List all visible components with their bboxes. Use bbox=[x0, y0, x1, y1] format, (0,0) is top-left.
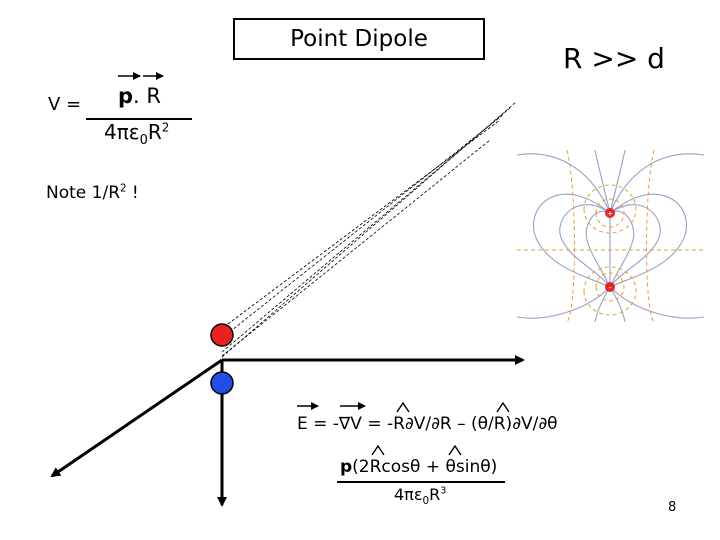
field-expression: E = -∇V = -R∂V/∂R – (θ/R)∂V/∂θ bbox=[297, 414, 558, 434]
potential-denominator-main: 4πε bbox=[104, 120, 140, 144]
field-lines-image: + – bbox=[517, 150, 704, 322]
potential-denominator-tail: R bbox=[147, 120, 162, 144]
dashed-line-5 bbox=[221, 139, 491, 357]
field-fraction-bar bbox=[337, 481, 505, 483]
potential-denominator-exp: 2 bbox=[161, 120, 170, 135]
hat-R-2 bbox=[371, 444, 385, 456]
field-denominator-tail: R bbox=[429, 485, 441, 504]
x-axis bbox=[50, 358, 223, 478]
hat-theta bbox=[496, 401, 510, 413]
positive-charge bbox=[210, 323, 234, 347]
field-minus-sign: – bbox=[608, 283, 612, 292]
field-positive-charge bbox=[605, 208, 615, 218]
title-box: Point Dipole bbox=[233, 18, 485, 60]
condition-text: R >> d bbox=[563, 42, 665, 75]
potential-numerator-rest: . R bbox=[133, 84, 161, 108]
note-tail: ! bbox=[126, 183, 139, 203]
note-text: Note 1/R2 ! bbox=[46, 183, 139, 203]
field-denominator-main: 4πε bbox=[394, 485, 423, 504]
hat-theta-2 bbox=[448, 444, 462, 456]
dashed-lines bbox=[221, 101, 517, 358]
potential-lhs: V = bbox=[48, 94, 82, 115]
dashed-line-4 bbox=[227, 119, 501, 325]
hat-R bbox=[396, 401, 410, 413]
note-main: Note 1/R bbox=[46, 183, 121, 203]
potential-numerator: p. R bbox=[118, 84, 161, 108]
field-dipole-moment-symbol: p bbox=[340, 457, 353, 477]
page-number: 8 bbox=[668, 500, 677, 515]
field-numerator-rest: (2Rcosθ + θsinθ) bbox=[352, 457, 498, 477]
field-negative-charge bbox=[605, 282, 615, 292]
field-numerator: p(2Rcosθ + θsinθ) bbox=[340, 457, 497, 477]
field-denominator-exp: 3 bbox=[440, 485, 447, 497]
field-denominator: 4πε0R3 bbox=[394, 485, 446, 507]
slide-title: Point Dipole bbox=[290, 26, 428, 52]
potential-denominator-sub: 0 bbox=[139, 133, 148, 148]
dashed-line-3 bbox=[221, 113, 505, 339]
dashed-line-2 bbox=[221, 107, 511, 353]
field-plus-sign: + bbox=[607, 209, 614, 218]
negative-charge bbox=[210, 371, 234, 395]
field-denominator-sub: 0 bbox=[422, 495, 430, 508]
potential-denominator: 4πε0R2 bbox=[104, 120, 169, 148]
potential-fraction-bar bbox=[86, 118, 192, 120]
dipole-moment-symbol: p bbox=[118, 84, 134, 108]
equipotential-lines bbox=[517, 150, 704, 322]
note-exp: 2 bbox=[120, 183, 127, 195]
